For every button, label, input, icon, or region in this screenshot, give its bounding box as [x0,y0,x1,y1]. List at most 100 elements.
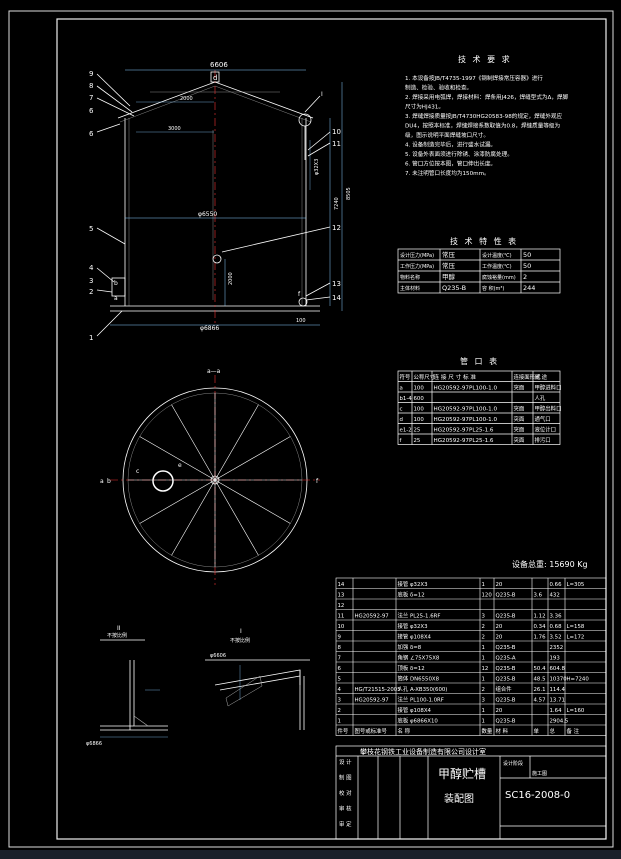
bom-cell: 20 [496,624,503,630]
bom-cell: Q235-B [496,593,516,599]
tech-req-item: 尺寸为HJ431。 [405,103,444,111]
tech-char-cell: 常压 [442,261,456,270]
bom-cell: 加强 δ=8 [398,643,422,651]
bom-cell: Q235-B [496,645,516,651]
bom-header-cell: 数量 [482,727,493,735]
leader-9: 9 [89,70,93,78]
bom-cell: 26.1 [534,687,546,693]
rafter-line [214,479,291,524]
title-block-row-label: 审 核 [339,805,352,813]
bom-cell: 20 [496,582,503,588]
nozzle-cell: b1-4 [400,396,413,402]
bom-cell: 120 [482,593,493,599]
bom-cell: 10370 [550,677,568,683]
bom-cell: 11 [338,614,345,620]
rafter-line [214,436,291,481]
nozzle-cell: 100 [414,407,425,413]
plan-view-labels: a—a a b c e f [100,368,319,485]
tech-req-list: 1. 本设备按JB/T4735-1997《钢制焊接常压容器》进行 制造、检验、验… [405,74,569,177]
bom-cell: 432 [550,593,560,599]
tech-char-cell: 244 [523,284,535,292]
bom-cell: 3 [482,614,485,620]
bom-cell: HG20592-97 [355,698,389,704]
bom-cell: 0.34 [534,624,547,630]
detail-ii-subtitle: 不按比例 [107,632,127,639]
bom-cell: 1.76 [534,635,547,641]
bom-cell: 4 [338,687,342,693]
rafter-line [214,479,259,556]
tech-req-item: DU4，按照本标准，焊缝焊接系数取值为0.8，焊缝质量等级为 [405,122,561,130]
bom-cell: 2 [338,708,341,714]
bom-header-cell: 图号或标准号 [355,727,388,735]
leader-13: 13 [332,280,341,288]
tech-char-cell: 50 [523,262,531,270]
bom-cell: 接管 φ108X4 [398,633,432,641]
nozzle-cell: HG20592-97PL25-1.6 [434,438,494,444]
bom-cell: Q235-A [496,656,516,662]
detail-i-dia: φ6606 [210,653,226,659]
mark-d: d [213,74,217,82]
dim-d200: 2000 [228,272,234,285]
bom-cell: 1.64 [550,708,563,714]
leader-3: 3 [89,277,93,285]
bom-cell: 1 [482,582,485,588]
bom-header-cell: 名 称 [398,727,411,735]
plan-mark-f: f [316,478,319,485]
dim-base-dia: φ6866 [200,325,219,332]
nozzle-cell: 突面 [514,405,525,413]
tech-char-cell: 工作压力(MPa) [400,263,434,270]
bom-cell: L=172 [567,635,585,641]
bom-cell: 193 [550,656,560,662]
bom-cell: 底板 δ=12 [398,591,425,599]
bom-cell: 人孔 A-XB350(600) [398,685,448,693]
bom-cell: 10 [338,624,345,630]
bom-cell: 0.68 [550,624,563,630]
bom-cell: 7 [338,656,341,662]
tech-req-item: 2. 焊接采用电弧焊，焊接材料：焊条用J426，焊缝型式为Δ，焊脚 [405,93,569,101]
outer-border [8,10,614,848]
bom-cell: 0.66 [550,582,563,588]
bom-cell: 3 [482,698,485,704]
company-name: 攀枝花钢铁工业设备制造有限公司设计室 [360,747,486,756]
bom-cell: 1 [482,656,485,662]
status-bar [0,850,621,859]
detail-ii-title: II [117,625,121,632]
tech-char-cell: 50 [523,251,531,259]
bom-cell: HG20592-97 [355,614,389,620]
nozzle-cell: 突面 [514,384,525,392]
dim-pipe: φ32X3 [314,159,320,175]
tech-char-cell: 工作温度(℃) [482,263,512,270]
tech-char-cell: 设计压力(MPa) [400,252,434,259]
bom-cell: 2 [482,624,485,630]
plan-mark-a: a [100,478,104,485]
bom-cell: 1 [482,719,485,725]
bom-cell: 12 [338,603,345,609]
rafter-line [214,404,259,481]
tech-req-item: 5. 设备外表面须进行除锈、涂漆防腐处理。 [405,150,513,158]
bom-cell: 3.36 [550,614,563,620]
bom-cell: 9 [338,635,342,641]
bom-cell: 组合件 [496,685,513,693]
bom-cell: 接管 φ32X3 [398,622,428,630]
drawing-name-2: 装配图 [444,792,474,805]
tech-req-item: 级，图示说明平面焊缝坡口尺寸。 [405,131,489,139]
bom-header-cell: 总 [550,727,556,735]
tech-req-item: 制造、检验、验收和检查。 [405,84,472,92]
bom-cell: 顶板 δ=12 [398,664,425,672]
nozzle-cell: e1-2 [400,428,412,434]
nozzle-cell: 人孔 [535,394,546,402]
front-elevation-labels: 6606 2000 3000 φ6550 φ6866 8505 7240 200… [89,61,352,342]
bom-cell: 14 [338,582,345,588]
title-block-row-label: 校 对 [339,789,352,797]
nozzle-table-title: 管 口 表 [460,356,499,366]
nozzle-header-cell: 连 接 尺 寸 标 准 [434,373,477,381]
bom-cell: 接管 φ108X4 [398,706,432,714]
tech-char-cell: Q235-B [442,284,466,292]
plan-view [110,375,320,585]
nozzle-cell: 通气口 [535,415,551,423]
leader-10: 10 [332,128,341,136]
bom-cell: 3.52 [550,635,562,641]
